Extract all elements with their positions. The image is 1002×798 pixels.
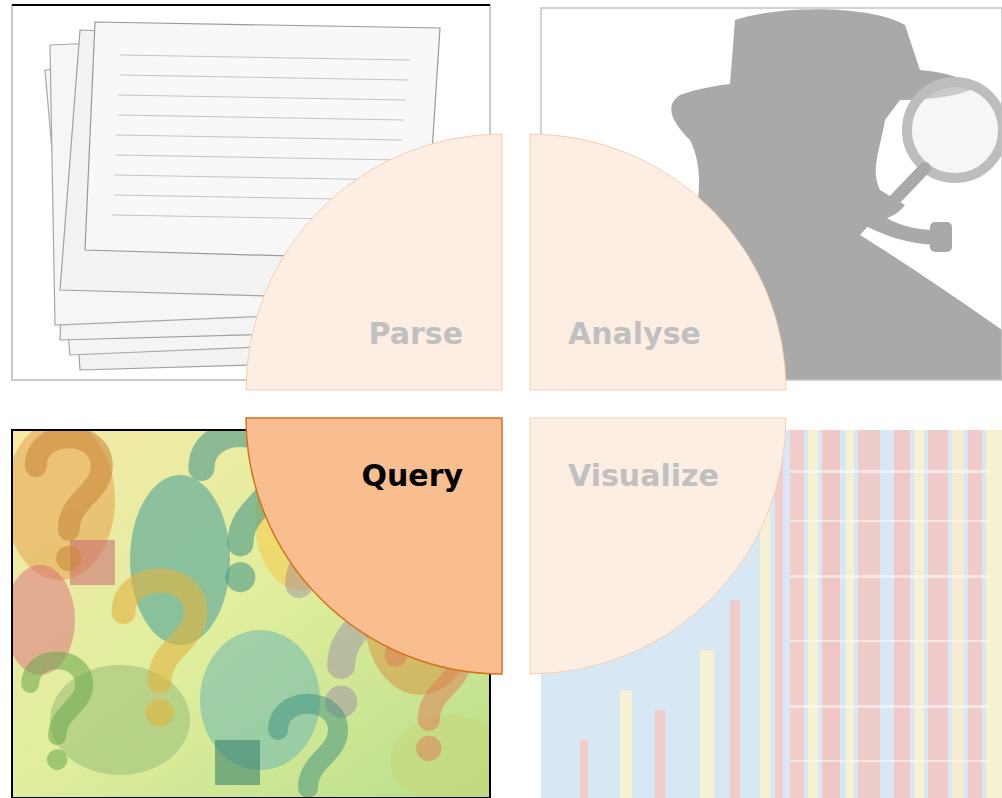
label-holder: Analyse [568, 316, 701, 352]
quadrant-shape [530, 134, 786, 390]
label-holder: Parse [369, 316, 463, 352]
quadrant-shape [246, 418, 502, 674]
label-holder: Visualize [568, 458, 719, 494]
quadrant-shape [246, 134, 502, 390]
label-holder: Query [361, 458, 463, 494]
quadrant-shape [530, 418, 786, 674]
quadrant-label: Visualize [568, 458, 719, 494]
parse-quadrant: Parse [246, 134, 502, 390]
quadrant-label: Parse [369, 316, 463, 352]
analyse-quadrant: Analyse [530, 134, 786, 390]
visualize-quadrant: Visualize [530, 418, 786, 674]
quadrant-label: Query [361, 458, 463, 494]
query-quadrant: Query [246, 418, 502, 674]
quadrant-label: Analyse [568, 316, 701, 352]
